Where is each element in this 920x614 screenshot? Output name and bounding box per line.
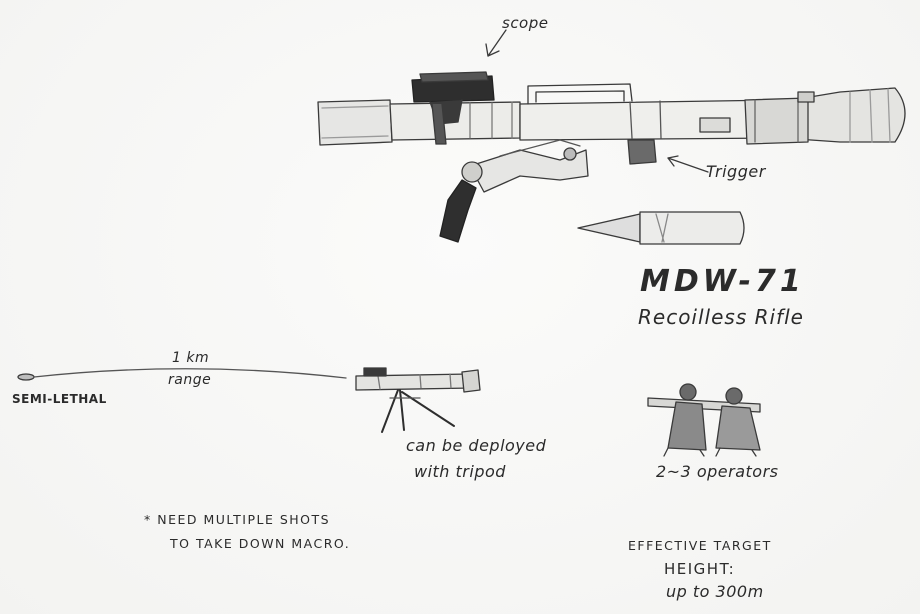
weapon-title: MDW-71 [640, 264, 805, 299]
weapon-subtitle: Recoilless Rifle [638, 305, 804, 329]
tripod-label-line1: can be deployed [406, 436, 547, 455]
note-line1: * NEED MULTIPLE SHOTS [144, 512, 331, 527]
trigger-arrowhead [667, 155, 679, 167]
trigger-label: Trigger [706, 162, 766, 181]
rifle-illustration [317, 71, 906, 243]
scope-label: scope [502, 14, 549, 32]
operators-illustration [647, 383, 761, 457]
target-line2: HEIGHT: [664, 560, 736, 578]
projectile-illustration [577, 211, 745, 245]
range-value-label: 1 km [172, 350, 210, 366]
operators-label: 2~3 operators [656, 462, 779, 481]
scope-arrow [487, 29, 507, 57]
range-word-label: range [168, 372, 212, 388]
target-line3: up to 300m [666, 582, 764, 601]
scope-arrowhead [485, 43, 500, 57]
trigger-arrow [667, 157, 709, 173]
target-line1: EFFECTIVE TARGET [628, 538, 772, 553]
note-line2: TO TAKE DOWN MACRO. [170, 536, 351, 551]
lethality-label: SEMI-LETHAL [12, 392, 107, 406]
range-trajectory [17, 368, 347, 381]
tripod-label-line2: with tripod [414, 462, 506, 481]
tripod-illustration [355, 367, 481, 433]
